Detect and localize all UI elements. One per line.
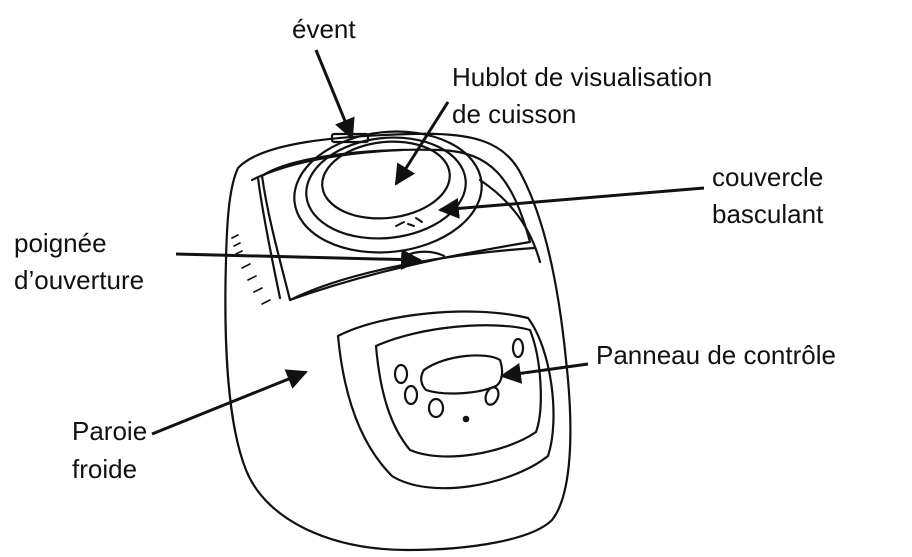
control-display [420,354,504,395]
window-glass [321,140,451,220]
label-couvercle-line1: couvercle [712,162,824,192]
machine-body-outline [224,132,572,552]
arrow-hublot [394,101,450,186]
top-ridge-line [250,148,404,182]
label-paroi-line2: froide [72,454,138,484]
window-middle-ring [305,136,467,240]
lid-bottom-edge [288,246,536,302]
control-panel-inner [374,324,542,458]
label-poignee-line2: d’ouverture [14,265,145,295]
label-poignee-line1: poignée [14,228,107,258]
label-couvercle-line2: basculant [712,199,824,229]
indicator-light [462,415,470,423]
lid-marks [395,217,423,227]
arrow-couvercle [437,186,705,219]
arrow-event [314,49,355,140]
label-panneau: Panneau de contrôle [596,340,836,370]
arrow-paroi [151,369,308,436]
tilting-lid-outline [260,148,532,302]
arrow-panneau [499,362,589,384]
control-button-5 [511,337,525,359]
bread-machine-drawing [224,130,572,552]
top-left-contour [256,176,282,300]
side-vent-marks [231,234,271,305]
label-hublot-line1: Hublot de visualisation [452,62,713,92]
window-outer-ring [293,130,483,254]
control-button-1 [393,363,409,385]
control-button-4 [484,386,500,406]
control-panel-band [336,310,555,490]
label-hublot-line2: de cuisson [452,99,577,129]
control-button-3 [427,397,445,419]
label-paroi-line1: Paroie [72,416,148,446]
label-event: évent [292,14,356,44]
body-right-sweep [478,178,542,264]
callout-arrows [151,49,705,436]
control-button-2 [403,384,419,406]
arrow-poignee [175,249,423,271]
opening-handle [400,250,446,260]
